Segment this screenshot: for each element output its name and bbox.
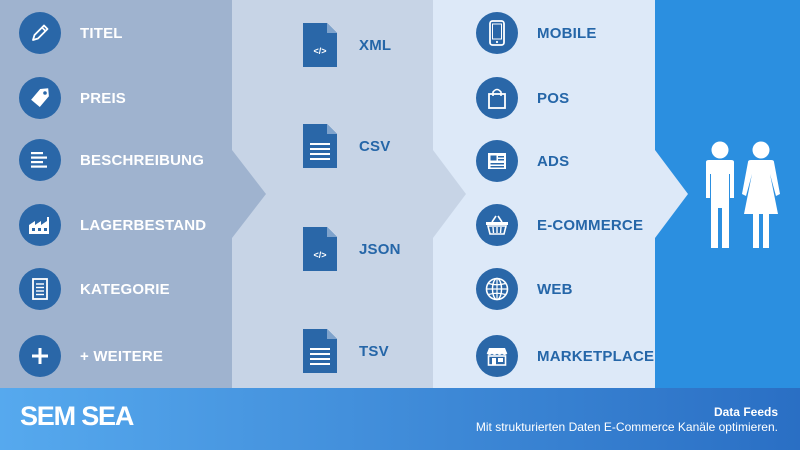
price-tag-icon [19,77,61,119]
channel-label: ADS [537,152,570,170]
panel-channels [400,0,688,388]
channel-label: MOBILE [537,24,597,42]
format-json: </> JSON [301,225,401,273]
attribute-label: TITEL [80,24,123,42]
globe-icon [476,268,518,310]
pen-icon [19,12,61,54]
channel-label: E-COMMERCE [537,216,644,234]
shopping-basket-icon [476,204,518,246]
attribute-label: LAGERBESTAND [80,216,207,234]
svg-text:</>: </> [313,250,326,260]
channel-label: POS [537,89,570,107]
footer-subtitle: Mit strukturierten Daten E-Commerce Kanä… [475,420,778,434]
brand-logo: SEM SEA [20,401,134,431]
attribute-label: PREIS [80,89,127,107]
panel-attributes [0,0,266,388]
format-label: TSV [359,342,389,360]
channel-e-commerce: E-COMMERCE [476,204,643,246]
format-label: JSON [359,240,401,258]
channel-mobile: MOBILE [476,12,597,54]
attribute-titel: TITEL [19,12,123,54]
format-tsv: TSV [301,327,389,375]
format-csv: CSV [301,122,390,170]
footer-title: Data Feeds [713,405,778,419]
attribute-label: KATEGORIE [80,280,170,298]
shopping-bag-icon [476,77,518,119]
newspaper-icon [476,140,518,182]
channel-label: WEB [537,280,573,298]
attribute-preis: PREIS [19,77,126,119]
panel-formats [200,0,466,388]
attribute-beschreibung: BESCHREIBUNG [19,139,204,181]
format-label: CSV [359,137,391,155]
channel-label: MARKETPLACE [537,347,655,365]
channel-web: WEB [476,268,573,310]
attribute-kategorie: KATEGORIE [19,268,170,310]
factory-icon [19,204,61,246]
people-icon [706,141,780,248]
channel-marketplace: MARKETPLACE [476,335,654,377]
smartphone-icon [476,12,518,54]
format-label: XML [359,36,392,54]
footer-bar [0,388,800,450]
attribute-lagerbestand: LAGERBESTAND [19,204,206,246]
attribute-label: BESCHREIBUNG [80,151,205,169]
list-document-icon [19,268,61,310]
plus-icon [19,335,61,377]
svg-text:</>: </> [313,46,326,56]
text-file-icon [301,122,339,170]
storefront-icon [476,335,518,377]
channel-pos: POS [476,77,569,119]
channel-ads: ADS [476,140,569,182]
code-file-icon: </> [301,225,339,273]
attribute-weitere: + WEITERE [19,335,163,377]
code-file-icon: </> [301,21,339,69]
attribute-label: + WEITERE [80,347,164,365]
text-lines-icon [19,139,61,181]
text-file-icon [301,327,339,375]
format-xml: </> XML [301,21,391,69]
